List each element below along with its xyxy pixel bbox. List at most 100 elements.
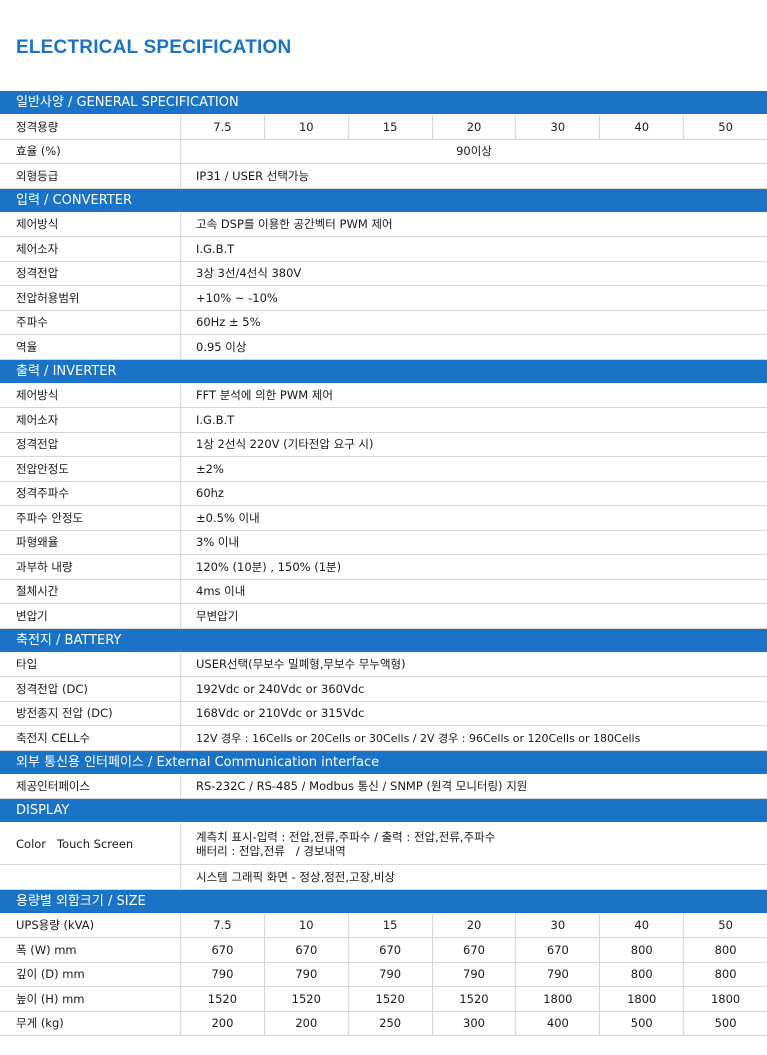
row-label: 폭 (W) mm [0, 938, 181, 962]
table-row: 전압안정도 ±2% [0, 457, 767, 482]
row-value: 1상 2선식 220V (기타전압 요구 시) [196, 437, 374, 452]
row-label: 제공인터페이스 [0, 774, 181, 798]
size-cells: 1520 1520 1520 1520 1800 1800 1800 [181, 987, 767, 1011]
row-value: ±2% [196, 461, 224, 476]
row-value: RS-232C / RS-485 / Modbus 통신 / SNMP (원격 … [196, 779, 528, 794]
section-header-display: DISPLAY [0, 799, 767, 823]
size-cell: 500 [714, 1016, 737, 1031]
table-row: 정격전압 (DC) 192Vdc or 240Vdc or 360Vdc [0, 677, 767, 702]
size-cell: 50 [718, 918, 733, 933]
table-row: Color Touch Screen 계측치 표시-입력 : 전압,전류,주파수… [0, 823, 767, 865]
row-label: 타입 [0, 652, 181, 676]
size-cell: 670 [516, 938, 601, 962]
size-cell: 300 [433, 1011, 517, 1035]
row-label: 제어방식 [0, 383, 181, 407]
size-cell: 1520 [181, 987, 265, 1011]
size-cells: 200 200 250 300 400 500 500 [181, 1011, 767, 1035]
size-cell: 10 [265, 913, 349, 937]
size-cell: 20 [433, 913, 517, 937]
row-value: IP31 / USER 선택가능 [196, 168, 310, 183]
table-row: 과부하 내량 120% (10분) , 150% (1분) [0, 555, 767, 580]
table-row: 주파수 60Hz ± 5% [0, 310, 767, 335]
size-cell: 1800 [710, 991, 741, 1006]
section-header-inverter: 출력 / INVERTER [0, 359, 767, 384]
row-value: 3% 이내 [196, 535, 240, 550]
row-label: 절체시간 [0, 579, 181, 603]
row-value: 12V 경우 : 16Cells or 20Cells or 30Cells /… [196, 731, 641, 745]
size-cell: 1520 [349, 987, 433, 1011]
table-row: 높이 (H) mm 1520 1520 1520 1520 1800 1800 … [0, 987, 767, 1012]
size-cell: 200 [265, 1011, 349, 1035]
table-row: 깊이 (D) mm 790 790 790 790 790 800 800 [0, 962, 767, 987]
row-label: 방전종지 전압 (DC) [0, 701, 181, 725]
row-value: 192Vdc or 240Vdc or 360Vdc [196, 681, 365, 696]
row-label: 파형왜율 [0, 530, 181, 554]
size-cell: 1520 [265, 987, 349, 1011]
table-row: 제어방식 FFT 분석에 의한 PWM 제어 [0, 383, 767, 408]
row-value: 90이상 [456, 144, 492, 159]
capacity-cells: 7.5 10 15 20 30 40 50 [181, 115, 767, 139]
table-row: 폭 (W) mm 670 670 670 670 670 800 800 [0, 938, 767, 963]
table-row: 전압허용범위 +10% ~ -10% [0, 286, 767, 311]
table-row: 파형왜율 3% 이내 [0, 530, 767, 555]
row-label: 제어소자 [0, 408, 181, 432]
capacity-cell: 15 [349, 115, 433, 139]
row-label: 외형등급 [0, 164, 181, 188]
row-label: 주파수 [0, 310, 181, 334]
table-row: 방전종지 전압 (DC) 168Vdc or 210Vdc or 315Vdc [0, 701, 767, 726]
table-row: 변압기 무변압기 [0, 604, 767, 629]
table-row: 역율 0.95 이상 [0, 335, 767, 360]
row-value: +10% ~ -10% [196, 290, 278, 305]
row-value: 3상 3선/4선식 380V [196, 266, 302, 281]
row-value: 계측치 표시-입력 : 전압,전류,주파수 / 출력 : 전압,전류,주파수 배… [181, 823, 767, 864]
size-cell: 400 [516, 1011, 601, 1035]
table-row: 축전지 CELL수 12V 경우 : 16Cells or 20Cells or… [0, 726, 767, 751]
row-label-empty [0, 865, 181, 889]
section-header-converter: 입력 / CONVERTER [0, 188, 767, 213]
table-row: 절체시간 4ms 이내 [0, 579, 767, 604]
size-cell: 800 [714, 942, 737, 957]
row-value: 168Vdc or 210Vdc or 315Vdc [196, 706, 365, 721]
row-label: 깊이 (D) mm [0, 962, 181, 986]
display-line: 배터리 : 전압,전류 / 경보내역 [196, 843, 346, 858]
row-value: 4ms 이내 [196, 584, 246, 599]
capacity-cell: 10 [265, 115, 349, 139]
size-cell: 30 [516, 913, 601, 937]
table-row: 제어방식 고속 DSP를 이용한 공간벡터 PWM 제어 [0, 212, 767, 237]
display-line: 계측치 표시-입력 : 전압,전류,주파수 / 출력 : 전압,전류,주파수 [196, 829, 496, 844]
table-row: 정격전압 1상 2선식 220V (기타전압 요구 시) [0, 432, 767, 457]
row-value: 60hz [196, 486, 224, 501]
row-label: 정격전압 [0, 432, 181, 456]
size-cells: 7.5 10 15 20 30 40 50 [181, 913, 767, 937]
section-header-communication: 외부 통신용 인터페이스 / External Communication in… [0, 750, 767, 775]
size-cell: 500 [600, 1011, 685, 1035]
row-label: UPS용량 (kVA) [0, 913, 181, 937]
section-header-size: 용량별 외함크기 / SIZE [0, 889, 767, 914]
row-value: ±0.5% 이내 [196, 510, 260, 525]
capacity-cell: 40 [600, 115, 685, 139]
row-label: 정격전압 [0, 261, 181, 285]
size-cell: 670 [349, 938, 433, 962]
size-cell: 800 [714, 967, 737, 982]
section-header-general: 일반사양 / GENERAL SPECIFICATION [0, 91, 767, 115]
table-row: UPS용량 (kVA) 7.5 10 15 20 30 40 50 [0, 913, 767, 938]
size-cell: 800 [600, 938, 685, 962]
size-cell: 7.5 [181, 913, 265, 937]
size-cell: 15 [349, 913, 433, 937]
row-label: 축전지 CELL수 [0, 726, 181, 750]
table-row: 무게 (kg) 200 200 250 300 400 500 500 [0, 1011, 767, 1036]
row-label: 제어방식 [0, 212, 181, 236]
row-label: 변압기 [0, 604, 181, 628]
row-label: 전압허용범위 [0, 286, 181, 310]
row-value: I.G.B.T [196, 412, 235, 427]
row-value: 무변압기 [196, 608, 239, 623]
row-label: 효율 (%) [0, 139, 181, 163]
size-cell: 790 [433, 962, 517, 986]
row-label: 정격용량 [0, 115, 181, 139]
row-label: 제어소자 [0, 237, 181, 261]
size-cell: 1520 [433, 987, 517, 1011]
table-row: 제어소자 I.G.B.T [0, 237, 767, 262]
row-value: 고속 DSP를 이용한 공간벡터 PWM 제어 [196, 217, 393, 232]
size-cell: 790 [181, 962, 265, 986]
row-value: 120% (10분) , 150% (1분) [196, 559, 342, 574]
